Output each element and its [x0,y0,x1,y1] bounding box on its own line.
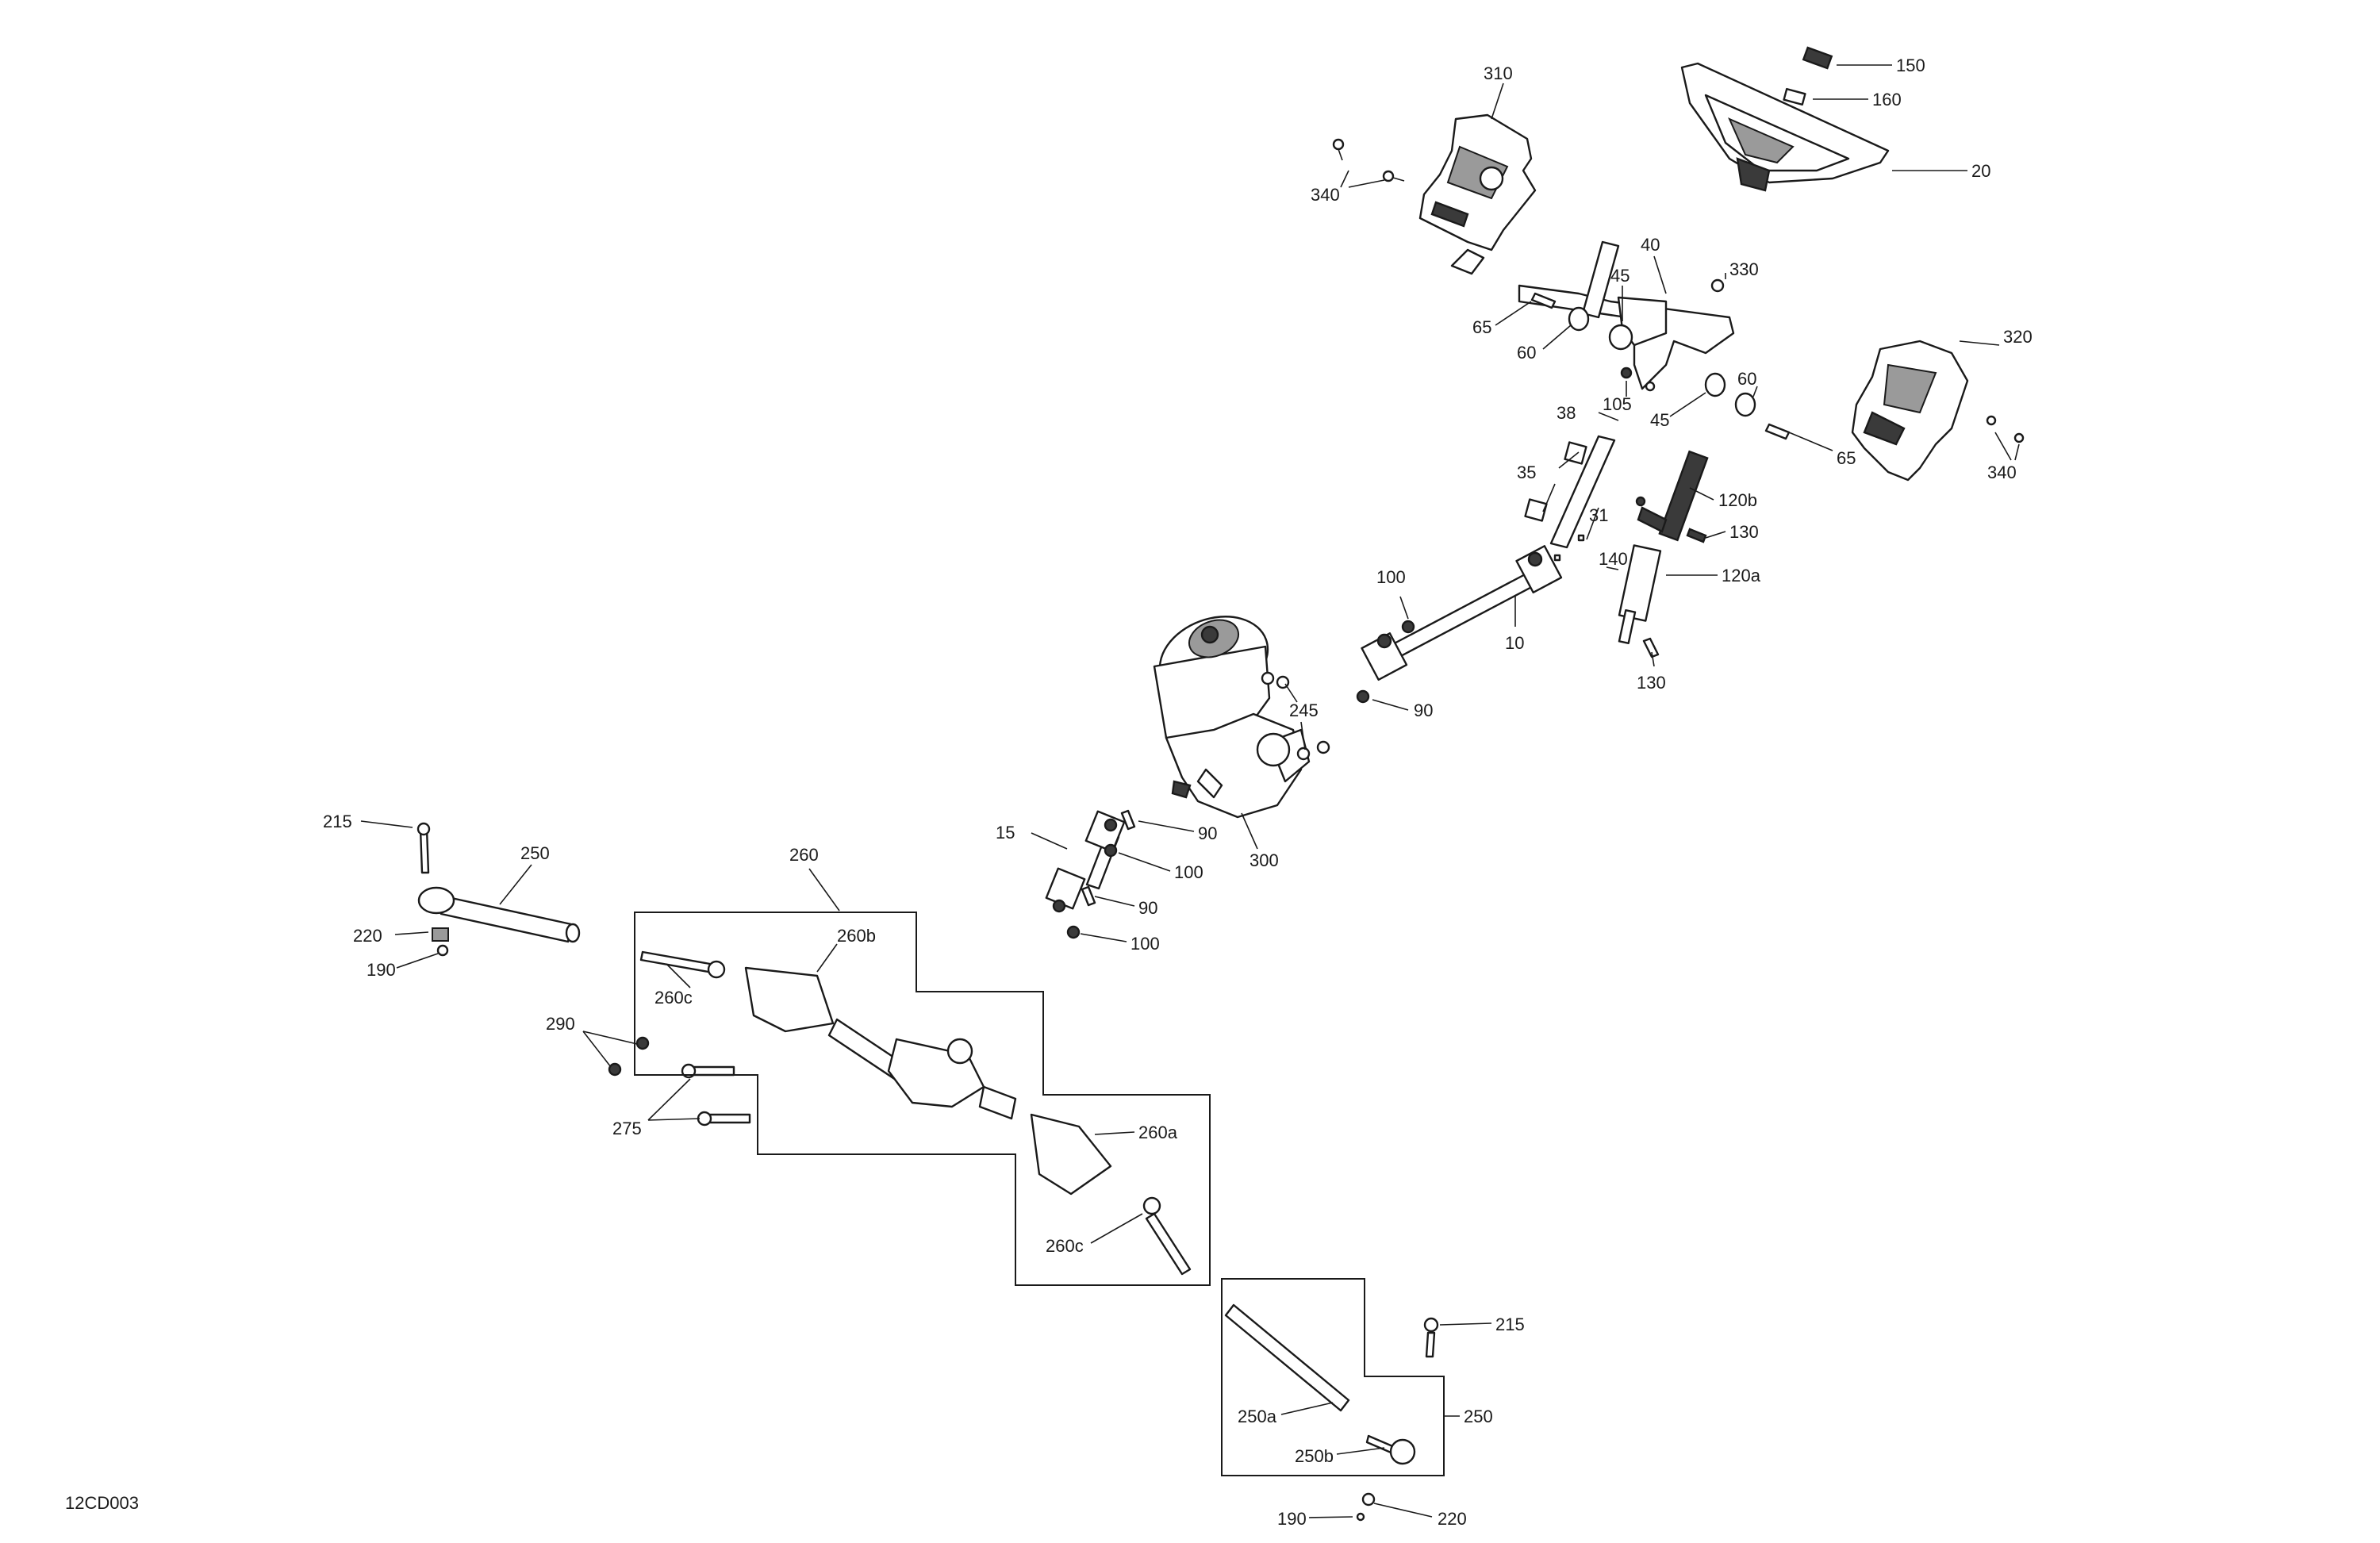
callout-label: 65 [1837,448,1856,468]
callout-label: 140 [1599,549,1628,569]
callout-label: 60 [1517,343,1536,363]
callout-label: 35 [1517,463,1536,482]
right-tie-rod-outline [1221,1278,1445,1476]
rack-assembly-outline [634,912,1211,1286]
right-tie-rod-part [1224,1303,1439,1522]
callout-label: 45 [1610,266,1630,286]
callout-label: 260a [1138,1123,1178,1142]
column-bracket-part [1450,240,1735,390]
callout-label: 340 [1987,463,2017,482]
callout-label: 320 [2003,327,2033,347]
tilt-gas-spring-part [1618,450,1709,645]
bushing-60-right [1734,392,1756,417]
callout-label: 275 [612,1119,642,1138]
callout-labels: 150 160 20 310 340 40 45 330 65 60 105 4… [323,56,2033,1529]
left-tie-rod-part [416,822,581,957]
bolt-65-right [1764,423,1791,440]
bolt-130-upper [1686,528,1707,543]
bushing-45-left [1608,324,1633,351]
callout-label: 130 [1729,522,1759,542]
horn-badge-part [1802,46,1833,70]
callout-label: 100 [1130,934,1160,954]
callout-label: 38 [1557,403,1576,423]
callout-label: 190 [1277,1509,1307,1529]
callout-label: 220 [1438,1509,1467,1529]
callout-label: 90 [1138,898,1157,918]
callout-label: 300 [1250,850,1279,870]
callout-label: 190 [367,960,396,980]
bolt-90-low [1081,885,1096,907]
callout-label: 215 [323,812,352,831]
callout-label: 215 [1495,1315,1525,1334]
callout-label: 100 [1174,862,1203,882]
screw-330 [1710,278,1725,293]
callout-label: 130 [1637,673,1666,693]
callout-label: 150 [1896,56,1925,75]
callout-label: 220 [353,926,382,946]
callout-label: 160 [1872,90,1902,109]
diagram-code: 12CD003 [65,1493,139,1513]
steering-rack-part [639,950,1192,1276]
bolt-65-left [1530,292,1557,309]
callout-label: 245 [1289,700,1319,720]
intermediate-shaft-part [1361,545,1563,681]
leader-lines [360,64,2020,1518]
bushing-60-left [1568,306,1590,332]
bushing-45-right [1704,372,1726,397]
callout-label: 290 [546,1014,575,1034]
callout-label: 60 [1737,369,1756,389]
nut-100-mid [1104,843,1118,858]
upper-steering-shaft-part [1524,435,1616,562]
nut-90-upper [1356,689,1370,704]
center-cap-part [1783,87,1806,106]
callout-label: 10 [1505,633,1524,653]
callout-label: 250 [520,843,550,863]
steering-cover-left-part [1418,113,1537,251]
callout-label: 40 [1641,235,1660,255]
bolt-130-lower [1642,637,1660,658]
nut-105 [1620,367,1633,379]
nut-140 [1635,496,1646,507]
callout-label: 120b [1718,490,1757,510]
steering-wheel-part [1680,62,1890,192]
callout-label: 250 [1464,1407,1493,1426]
nut-100-low [1066,925,1081,939]
callout-label: 260c [1046,1236,1084,1256]
callout-label: 310 [1484,63,1513,83]
callout-label: 20 [1971,161,1990,181]
callout-label: 105 [1603,394,1632,414]
callout-label: 90 [1414,700,1433,720]
callout-label: 260 [789,845,819,865]
callout-label: 340 [1311,185,1340,205]
callout-label: 15 [996,823,1015,843]
callout-label: 45 [1650,410,1669,430]
callout-label: 120a [1722,566,1761,585]
callout-label: 260b [837,926,876,946]
callout-label: 65 [1472,317,1491,337]
callout-label: 260c [654,988,693,1008]
power-steering-unit-part [1153,616,1311,819]
callout-label: 250b [1295,1446,1334,1466]
callout-label: 90 [1198,823,1217,843]
nut-100-top [1401,620,1415,634]
callout-label: 250a [1238,1407,1277,1426]
parts-artwork [416,46,2025,1522]
bolt-90-mid [1120,809,1136,831]
steering-cover-right-part [1851,340,1969,482]
callout-label: 100 [1376,567,1406,587]
callout-label: 330 [1729,259,1759,279]
callout-label: 31 [1589,505,1608,525]
